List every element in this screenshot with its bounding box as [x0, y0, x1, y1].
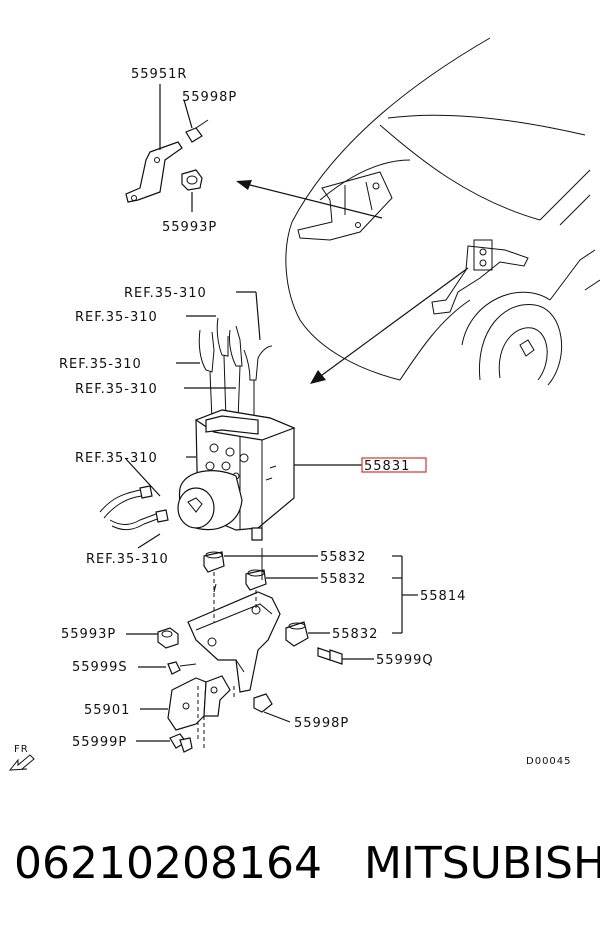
label-ref-4: REF.35-310: [75, 382, 158, 397]
label-ref-3: REF.35-310: [59, 357, 142, 372]
label-55831: 55831: [364, 459, 410, 474]
label-55951R: 55951R: [131, 67, 187, 82]
front-direction-icon: FR: [8, 744, 35, 771]
label-55998P-top: 55998P: [182, 90, 237, 105]
label-55999Q: 55999Q: [376, 653, 434, 668]
insulators: [203, 551, 309, 647]
car-body-outline: [285, 37, 600, 386]
abs-hydraulic-unit: [177, 409, 296, 541]
lower-bracket: [167, 675, 231, 731]
label-55999P: 55999P: [72, 735, 127, 750]
brake-lines: [99, 317, 273, 531]
label-ref-6: REF.35-310: [86, 552, 169, 567]
highlight-box: [361, 457, 427, 473]
svg-text:FR: FR: [14, 744, 29, 755]
label-ref-5: REF.35-310: [75, 451, 158, 466]
label-55832-b: 55832: [320, 572, 366, 587]
assembly-lines: [197, 572, 257, 750]
label-ref-1: REF.35-310: [124, 286, 207, 301]
brand-name: MITSUBISHI: [363, 838, 600, 889]
bolt-bottom: [169, 733, 193, 753]
label-55901: 55901: [84, 703, 130, 718]
label-55993P-top: 55993P: [162, 220, 217, 235]
screw-left: [167, 661, 197, 675]
bolt-right: [317, 647, 343, 665]
label-55832-a: 55832: [320, 550, 366, 565]
label-ref-2: REF.35-310: [75, 310, 158, 325]
direction-arrows: [236, 180, 469, 384]
label-55998P-bottom: 55998P: [294, 716, 349, 731]
clip-bottom: [253, 693, 273, 713]
label-55999S: 55999S: [72, 660, 128, 675]
nut-left: [157, 627, 179, 649]
label-55993P-left: 55993P: [61, 627, 116, 642]
parts-diagram: 55951R 55998P 55993P REF.35-310 REF.35-3…: [8, 37, 600, 771]
label-55814: 55814: [420, 589, 466, 604]
diagram-code: D00045: [526, 756, 572, 767]
top-bracket: [125, 119, 209, 203]
part-number: 06210208164: [14, 838, 322, 889]
mounting-bracket: [187, 548, 281, 693]
footer: 06210208164 MITSUBISHI: [14, 838, 600, 889]
label-55832-c: 55832: [332, 627, 378, 642]
